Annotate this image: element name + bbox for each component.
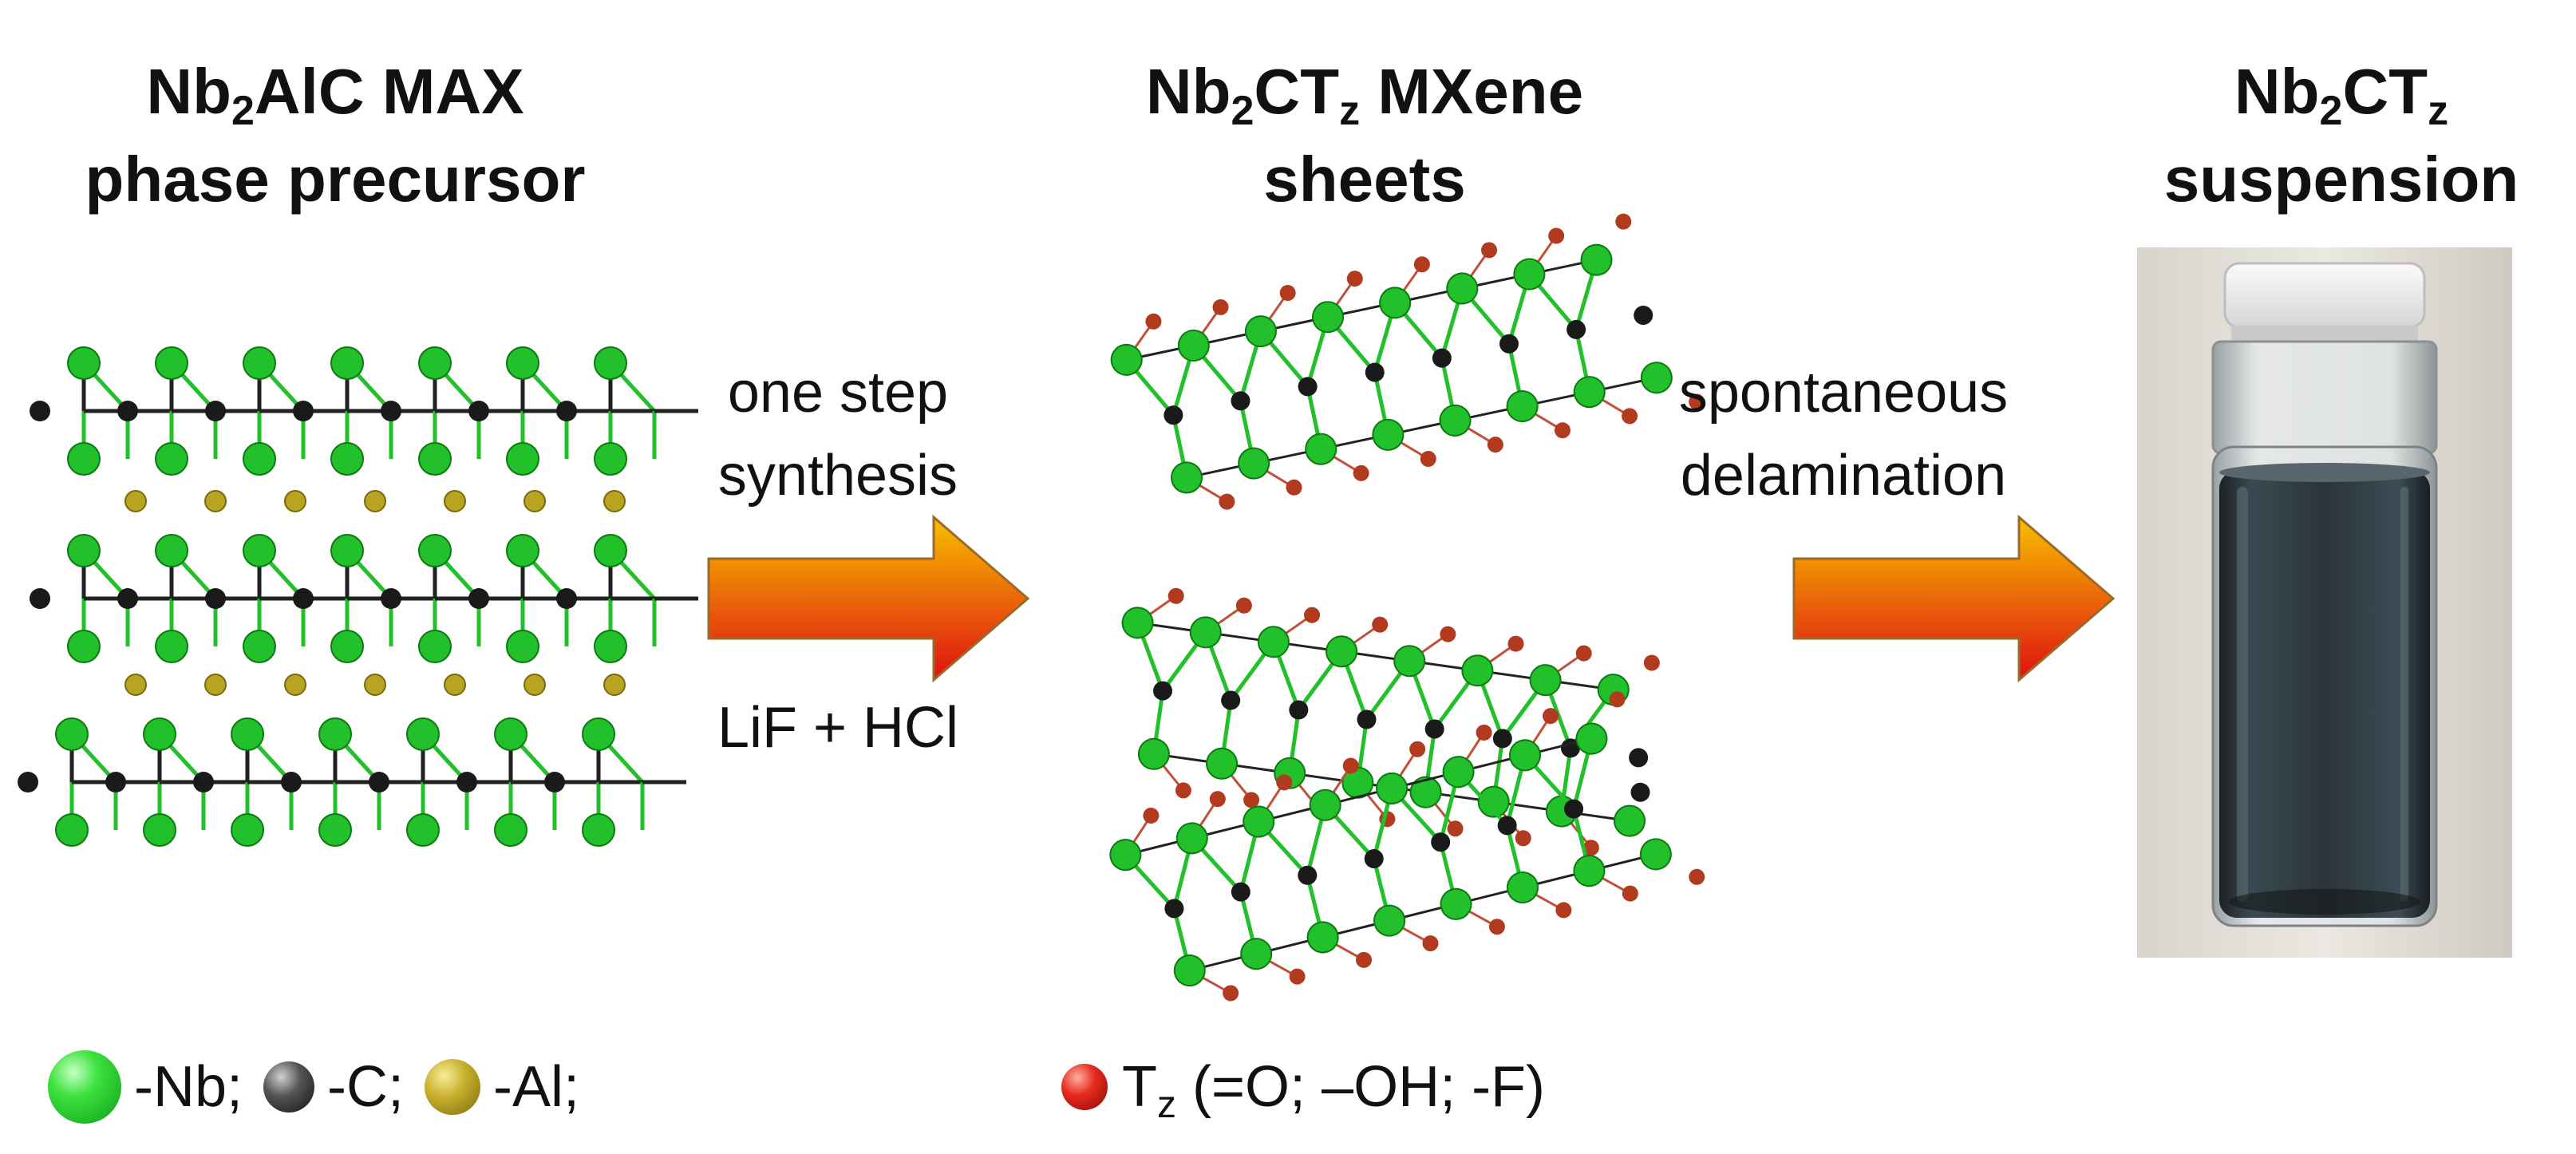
tz-legend-label: Tz (=O; –OH; -F) (1122, 1055, 1546, 1126)
al-atom (204, 674, 227, 696)
synthesis-step-label: one step synthesis (717, 361, 958, 508)
c-atom-legend-icon (263, 1061, 315, 1113)
suspension-vial-photo (2137, 247, 2512, 958)
al-atom (603, 674, 626, 696)
nb-atom-legend-icon (48, 1050, 121, 1124)
delamination-step-label: spontaneous delamination (1678, 361, 2009, 508)
al-atom (284, 490, 306, 512)
synthesis-arrow (707, 514, 1030, 683)
c-legend-label: -C; (327, 1055, 405, 1119)
delamination-arrow (1792, 514, 2116, 683)
max-phase-title: Nb2AlC MAX phase precursor (85, 56, 586, 215)
al-atom (523, 674, 546, 696)
reagents-label: LiF + HCl (717, 696, 959, 760)
element-legend: -Nb; -C; -Al; (48, 1045, 579, 1128)
mxene-sheets-title: Nb2CTz MXene sheets (1145, 56, 1584, 215)
max-layer (30, 534, 698, 663)
suspension-title: Nb2CTz suspension (2163, 56, 2519, 215)
al-atom (444, 490, 466, 512)
al-atom (124, 490, 147, 512)
mxene-sheet (1109, 691, 1705, 1002)
max-layer (30, 346, 698, 476)
max-phase-structure (18, 346, 698, 847)
al-atom-legend-icon (425, 1059, 481, 1115)
mxene-sheet (1121, 587, 1668, 866)
al-legend-label: -Al; (493, 1055, 580, 1119)
al-atom (124, 674, 147, 696)
al-atom (523, 490, 546, 512)
al-atom (204, 490, 227, 512)
max-layer (18, 717, 686, 847)
al-atom (603, 490, 626, 512)
mxene-sheets-structure (1109, 213, 1705, 1002)
nb-legend-label: -Nb; (134, 1055, 243, 1119)
al-atom (364, 674, 386, 696)
al-atom (444, 674, 466, 696)
al-atom (364, 490, 386, 512)
mxene-sheet (1110, 213, 1705, 510)
termination-legend: Tz (=O; –OH; -F) (1061, 1045, 1545, 1128)
al-atom (284, 674, 306, 696)
tz-atom-legend-icon (1061, 1064, 1108, 1110)
